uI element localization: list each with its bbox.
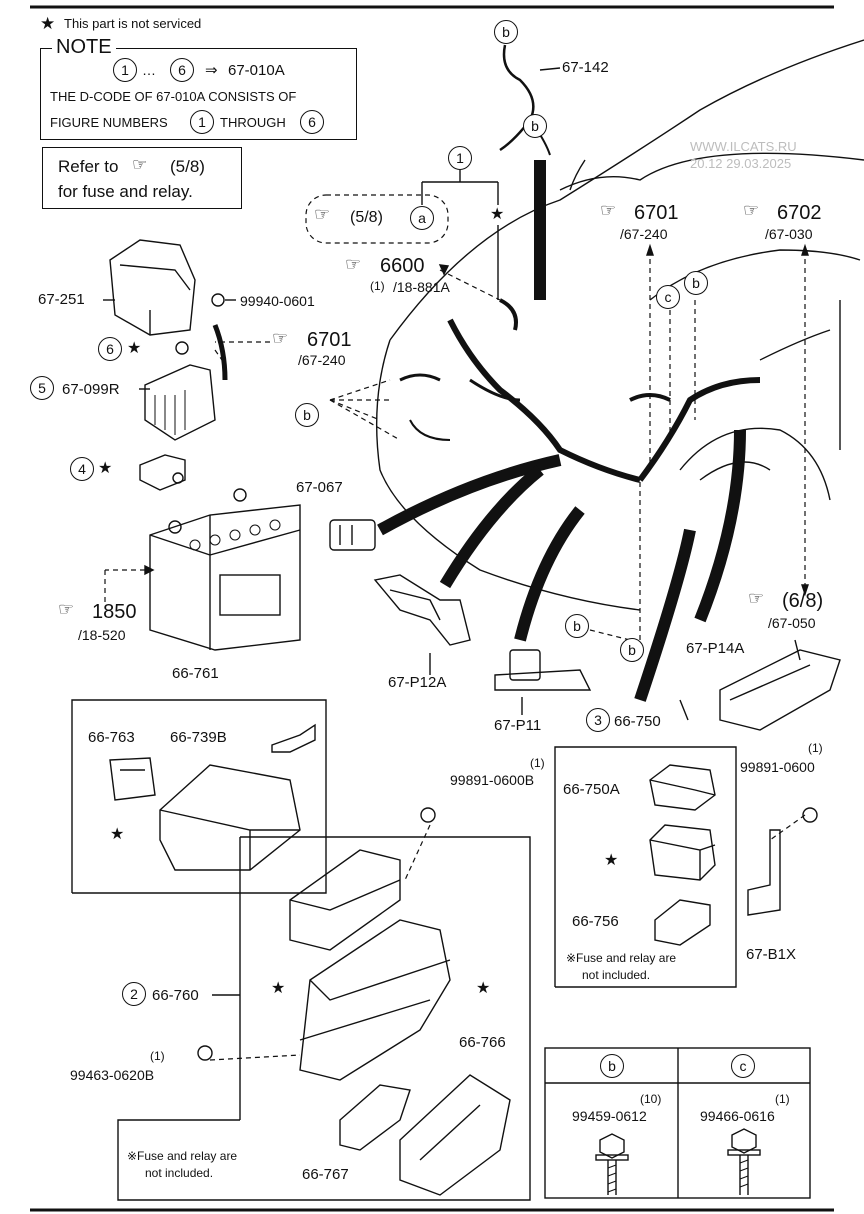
part-99463-qty: (1) (150, 1049, 165, 1063)
fuse-note-left-line2: not included. (145, 1166, 214, 1180)
star-icon: ★ (604, 852, 619, 869)
fuse-note-right-line2: not included. (582, 968, 651, 982)
refer-box (42, 147, 242, 209)
callout-6701-left-code: 6701 (307, 329, 352, 351)
refer-ref: (5/8) (170, 157, 205, 176)
bolt-b-part: 99459-0612 (572, 1108, 647, 1124)
hand-pointer-icon: ☞ (600, 200, 617, 221)
part-99891-right: 99891-0600 (740, 759, 815, 775)
part-99891-left-qty: (1) (530, 756, 545, 770)
note-line3-n1: 1 (190, 110, 214, 134)
callout-1850-code: 1850 (92, 601, 137, 623)
fuse-note-right-line1: ※Fuse and relay are (566, 951, 677, 965)
part-67-251: 67-251 (38, 291, 85, 308)
part-67-099r: 67-099R (62, 381, 120, 398)
note-range-from: 1 (113, 58, 137, 82)
part-67-142: 67-142 (562, 59, 609, 76)
part-66-767: 66-767 (302, 1166, 349, 1183)
fuse-note-left-line1: ※Fuse and relay are (127, 1149, 238, 1163)
part-66-763: 66-763 (88, 729, 135, 746)
index-2: 2 (122, 982, 146, 1006)
star-icon: ★ (40, 14, 56, 33)
refer-line1: Refer to (58, 157, 119, 176)
bolt-table-letter-c: c (731, 1054, 755, 1078)
note-line3b: THROUGH (220, 115, 286, 130)
hand-pointer-icon: ☞ (748, 588, 765, 609)
part-66-739b: 66-739B (170, 729, 227, 746)
callout-6702-code: 6702 (777, 202, 822, 224)
part-66-760: 66-760 (152, 987, 199, 1004)
star-icon: ★ (476, 980, 491, 997)
refer-line2: for fuse and relay. (58, 182, 193, 201)
part-99891-left: 99891-0600B (450, 772, 535, 788)
hand-pointer-icon: ☞ (345, 254, 362, 275)
part-66-761: 66-761 (172, 665, 219, 682)
callout-68-code: (6/8) (782, 590, 824, 612)
callout-6701-right-code: 6701 (634, 202, 679, 224)
part-66-750: 66-750 (614, 713, 661, 730)
callout-6702-sub: /67-030 (765, 226, 813, 242)
index-6: 6 (98, 337, 122, 361)
part-99463-0620b: 99463-0620B (70, 1067, 155, 1083)
letter-b: b (494, 20, 518, 44)
callout-68-sub: /67-050 (768, 615, 816, 631)
hand-pointer-icon: ☞ (132, 155, 148, 175)
note-target: 67-010A (228, 62, 285, 79)
index-5: 5 (30, 376, 54, 400)
letter-c: c (656, 285, 680, 309)
part-67-p14a: 67-P14A (686, 640, 745, 657)
part-67-067: 67-067 (296, 479, 343, 496)
bolt-table-letter-b: b (600, 1054, 624, 1078)
part-67-p12a: 67-P12A (388, 674, 447, 691)
star-icon: ★ (110, 826, 125, 843)
note-line2: THE D-CODE OF 67-010A CONSISTS OF (50, 89, 297, 104)
letter-b: b (565, 614, 589, 638)
callout-58a-letter: a (410, 206, 434, 230)
part-66-756: 66-756 (572, 913, 619, 930)
hand-pointer-icon: ☞ (58, 599, 75, 620)
ellipsis: … (142, 62, 156, 78)
letter-b: b (523, 114, 547, 138)
star-icon: ★ (127, 340, 142, 357)
star-icon: ★ (271, 980, 286, 997)
hand-pointer-icon: ☞ (743, 200, 760, 221)
part-99940-0601: 99940-0601 (240, 293, 315, 309)
star-legend-text: This part is not serviced (64, 16, 202, 31)
letter-b: b (620, 638, 644, 662)
callout-58a-ref: (5/8) (350, 209, 383, 226)
callout-6701-right-sub: /67-240 (620, 226, 668, 242)
watermark-site: WWW.ILCATS.RU (690, 139, 797, 154)
letter-b: b (295, 403, 319, 427)
callout-6600-sub: /18-881A (393, 279, 450, 295)
part-66-750a: 66-750A (563, 781, 620, 798)
hand-pointer-icon: ☞ (314, 204, 331, 225)
note-line3-n2: 6 (300, 110, 324, 134)
callout-6701-left-sub: /67-240 (298, 352, 346, 368)
note-range-to: 6 (170, 58, 194, 82)
note-title: NOTE (52, 37, 116, 57)
star-icon: ★ (490, 206, 505, 223)
part-67-p11: 67-P11 (494, 717, 542, 734)
index-4: 4 (70, 457, 94, 481)
index-3: 3 (586, 708, 610, 732)
callout-6600-qty: (1) (370, 279, 385, 293)
arrow-right-icon: ⇒ (205, 62, 218, 79)
watermark-date: 20.12 29.03.2025 (690, 156, 792, 171)
part-67-b1x: 67-B1X (746, 946, 797, 963)
bolt-b-qty: (10) (640, 1092, 662, 1106)
note-line3a: FIGURE NUMBERS (50, 115, 168, 130)
index-1: 1 (448, 146, 472, 170)
bolt-c-part: 99466-0616 (700, 1108, 775, 1124)
callout-6600-code: 6600 (380, 255, 425, 277)
hand-pointer-icon: ☞ (272, 328, 289, 349)
bolt-c-qty: (1) (775, 1092, 790, 1106)
part-66-766: 66-766 (459, 1034, 506, 1051)
callout-1850-sub: /18-520 (78, 627, 126, 643)
letter-b: b (684, 271, 708, 295)
star-icon: ★ (98, 460, 113, 477)
part-99891-right-qty: (1) (808, 741, 823, 755)
